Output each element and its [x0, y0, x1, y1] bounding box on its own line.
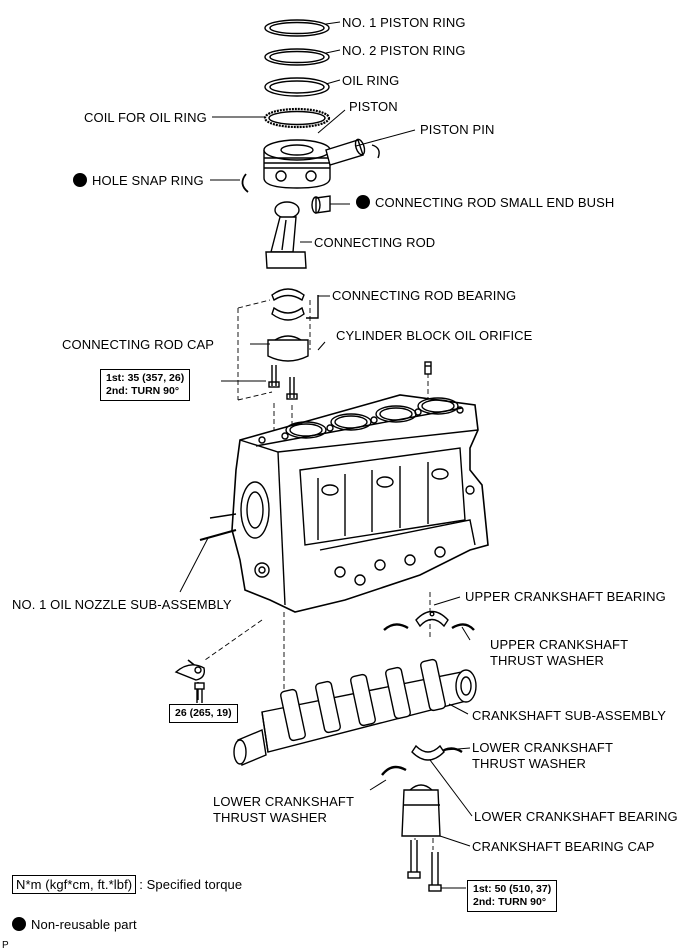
piston	[263, 139, 331, 189]
hole-snap-ring	[241, 173, 249, 193]
label-upper-crankshaft-bearing: UPPER CRANKSHAFT BEARING	[465, 589, 666, 604]
no1-piston-ring	[264, 19, 330, 37]
pin-snap-ring-right	[371, 144, 380, 159]
connecting-rod	[265, 201, 307, 269]
legend-torque-units: N*m (kgf*cm, ft.*lbf)	[12, 875, 137, 894]
rod-cap-bolts	[268, 365, 298, 400]
label-small-end-bush: CONNECTING ROD SMALL END BUSH	[356, 195, 614, 211]
oil-ring	[264, 77, 330, 97]
small-end-bush	[311, 195, 331, 214]
crankshaft	[233, 658, 477, 766]
label-piston: PISTON	[349, 99, 398, 114]
no2-piston-ring	[264, 48, 330, 66]
non-reusable-dot-icon	[12, 917, 26, 931]
label-connecting-rod-bearing: CONNECTING ROD BEARING	[332, 288, 517, 303]
label-no1-piston-ring: NO. 1 PISTON RING	[342, 15, 466, 30]
piston-pin	[325, 138, 366, 166]
label-piston-pin: PISTON PIN	[420, 122, 495, 137]
torque-box-rod-cap: 1st: 35 (357, 26)2nd: TURN 90°	[100, 369, 191, 401]
non-reusable-dot-icon	[73, 173, 87, 187]
legend-non-reusable: Non-reusable part	[12, 917, 137, 933]
legend-torque: N*m (kgf*cm, ft.*lbf): Specified torque	[12, 875, 242, 894]
lower-thrust-washer-left	[381, 765, 407, 776]
upper-crankshaft-bearing	[415, 610, 449, 628]
oil-nozzle-bolt	[194, 682, 205, 703]
main-cap-bolts	[407, 840, 442, 892]
oil-nozzle-sub-assembly	[174, 659, 206, 700]
crankshaft-bearing-cap	[401, 784, 441, 837]
torque-box-main-cap: 1st: 50 (510, 37)2nd: TURN 90°	[467, 880, 558, 912]
coil-for-oil-ring	[263, 107, 331, 129]
connecting-rod-bearing	[271, 288, 305, 321]
corner-mark: P	[2, 940, 9, 951]
label-oil-nozzle: NO. 1 OIL NOZZLE SUB-ASSEMBLY	[12, 597, 232, 612]
oil-nozzle-pipe	[199, 528, 237, 542]
cylinder-block	[231, 394, 489, 613]
label-connecting-rod-cap: CONNECTING ROD CAP	[62, 337, 215, 352]
label-hole-snap-ring: HOLE SNAP RING	[73, 173, 204, 189]
label-coil-for-oil-ring: COIL FOR OIL RING	[84, 110, 207, 125]
label-lower-crankshaft-bearing: LOWER CRANKSHAFT BEARING	[474, 809, 678, 824]
torque-box-nozzle: 26 (265, 19)	[169, 704, 238, 723]
upper-thrust-washer-right	[451, 623, 475, 631]
bearing-bracket-line	[306, 295, 319, 319]
upper-thrust-washer-left	[383, 623, 409, 631]
label-no2-piston-ring: NO. 2 PISTON RING	[342, 43, 466, 58]
lower-crankshaft-bearing	[411, 744, 445, 761]
label-crankshaft-bearing-cap: CRANKSHAFT BEARING CAP	[472, 839, 655, 854]
label-connecting-rod: CONNECTING ROD	[314, 235, 436, 250]
non-reusable-dot-icon	[356, 195, 370, 209]
label-oil-ring: OIL RING	[342, 73, 400, 88]
connecting-rod-cap	[267, 335, 309, 362]
label-cylinder-block-oil-orifice: CYLINDER BLOCK OIL ORIFICE	[336, 328, 533, 343]
label-crankshaft: CRANKSHAFT SUB-ASSEMBLY	[472, 708, 666, 723]
leader-lines	[179, 21, 473, 889]
cylinder-block-oil-orifice	[424, 361, 432, 375]
